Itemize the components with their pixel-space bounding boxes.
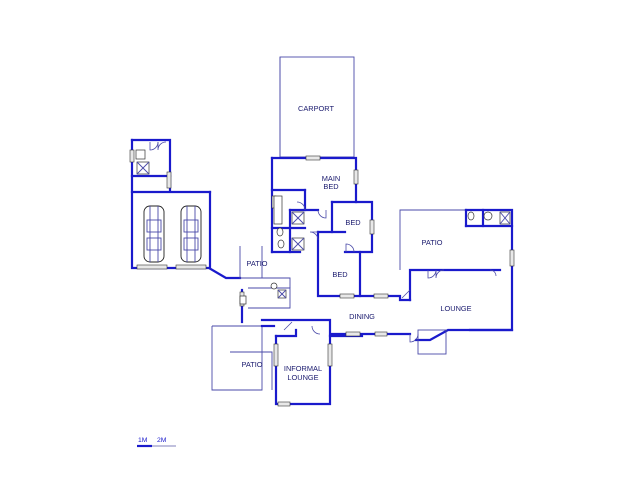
label-dining: DINING	[349, 312, 375, 321]
label-main-bed-line1: MAIN	[322, 174, 340, 183]
label-patio-right: PATIO	[421, 238, 442, 247]
label-lounge: LOUNGE	[440, 304, 471, 313]
label-informal-lounge-line1: INFORMAL	[284, 364, 322, 373]
label-patio-lower: PATIO	[241, 360, 262, 369]
label-carport: CARPORT	[298, 104, 334, 113]
fixtures	[239, 195, 511, 305]
doors	[283, 201, 497, 343]
scale-label-1m: 1M	[138, 437, 148, 444]
scale-label-2m: 2M	[157, 437, 167, 444]
scale-bar: 1M 2M	[137, 437, 176, 448]
windows	[239, 155, 515, 407]
garage	[129, 138, 242, 280]
label-bed-upper: BED	[345, 218, 360, 227]
label-main-bed-line2: BED	[323, 182, 338, 191]
car-right-icon	[180, 205, 202, 263]
car-left-icon	[143, 205, 165, 263]
label-bed-lower: BED	[332, 270, 347, 279]
label-patio-left: PATIO	[246, 259, 267, 268]
house-walls	[211, 156, 514, 406]
label-informal-lounge-line2: LOUNGE	[287, 373, 318, 382]
